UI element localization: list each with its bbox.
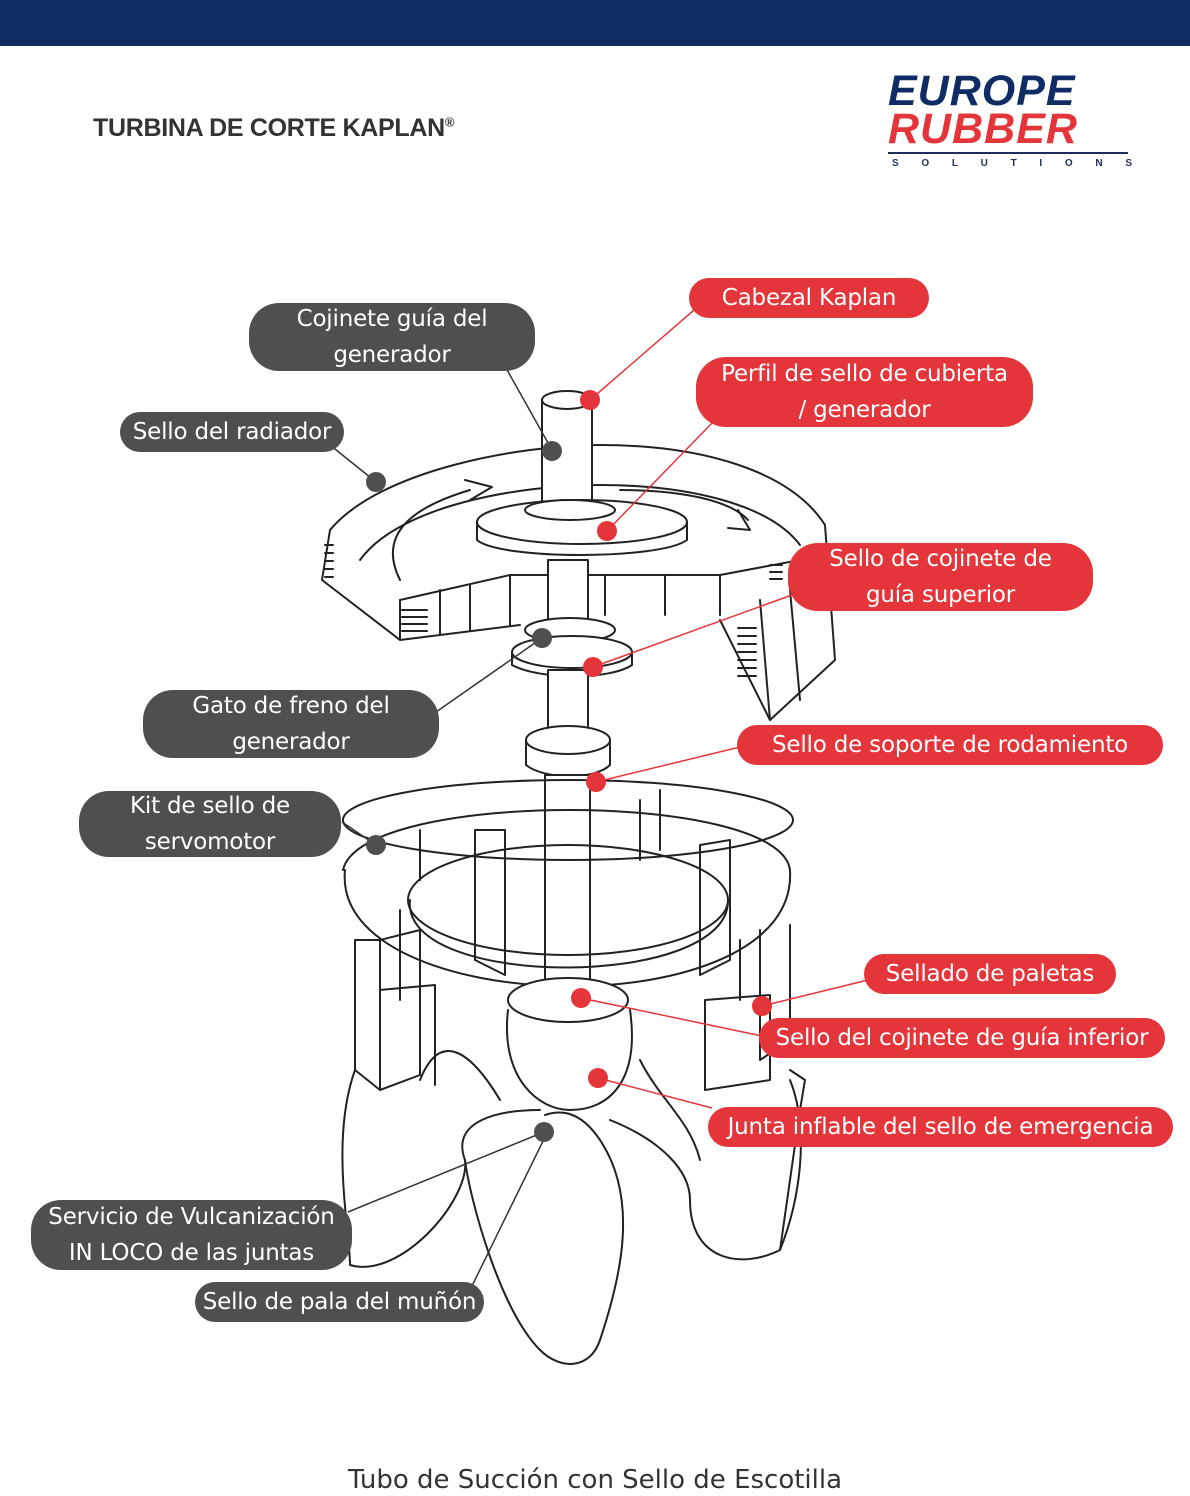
top-banner bbox=[0, 0, 1190, 46]
page-title: TURBINA DE CORTE KAPLAN® bbox=[93, 114, 455, 142]
marker-gato-freno bbox=[532, 628, 552, 648]
marker-guia-superior bbox=[583, 657, 603, 677]
marker-sello-radiador bbox=[366, 472, 386, 492]
label-sello-soporte-rodamiento: Sello de soporte de rodamiento bbox=[737, 725, 1163, 765]
label-sellado-paletas: Sellado de paletas bbox=[864, 954, 1116, 994]
logo-line-europe: EUROPE bbox=[888, 67, 1076, 115]
label-sello-radiador: Sello del radiador bbox=[120, 412, 344, 452]
bottom-caption: Tubo de Succión con Sello de Escotilla bbox=[347, 1465, 843, 1495]
marker-guia-inferior bbox=[571, 988, 591, 1008]
marker-sellado-paletas bbox=[752, 996, 772, 1016]
logo-rule bbox=[888, 152, 1128, 154]
marker-cabezal-kaplan bbox=[580, 390, 600, 410]
marker-soporte-rodamiento bbox=[586, 772, 606, 792]
label-sello-guia-inferior: Sello del cojinete de guía inferior bbox=[759, 1018, 1165, 1058]
marker-junta-emergencia bbox=[588, 1068, 608, 1088]
marker-vulcanizacion bbox=[534, 1122, 554, 1142]
marker-kit-servomotor bbox=[366, 835, 386, 855]
label-cabezal-kaplan: Cabezal Kaplan bbox=[689, 278, 929, 318]
marker-perfil-cubierta bbox=[597, 521, 617, 541]
logo-line-rubber: RUBBER bbox=[888, 105, 1078, 153]
marker-cojinete-guia bbox=[542, 441, 562, 461]
label-perfil-sello-cubierta: Perfil de sello de cubierta/ generador bbox=[696, 357, 1033, 427]
label-sello-pala-munon: Sello de pala del muñón bbox=[195, 1282, 484, 1322]
label-junta-inflable-emergencia: Junta inflable del sello de emergencia bbox=[708, 1107, 1173, 1147]
